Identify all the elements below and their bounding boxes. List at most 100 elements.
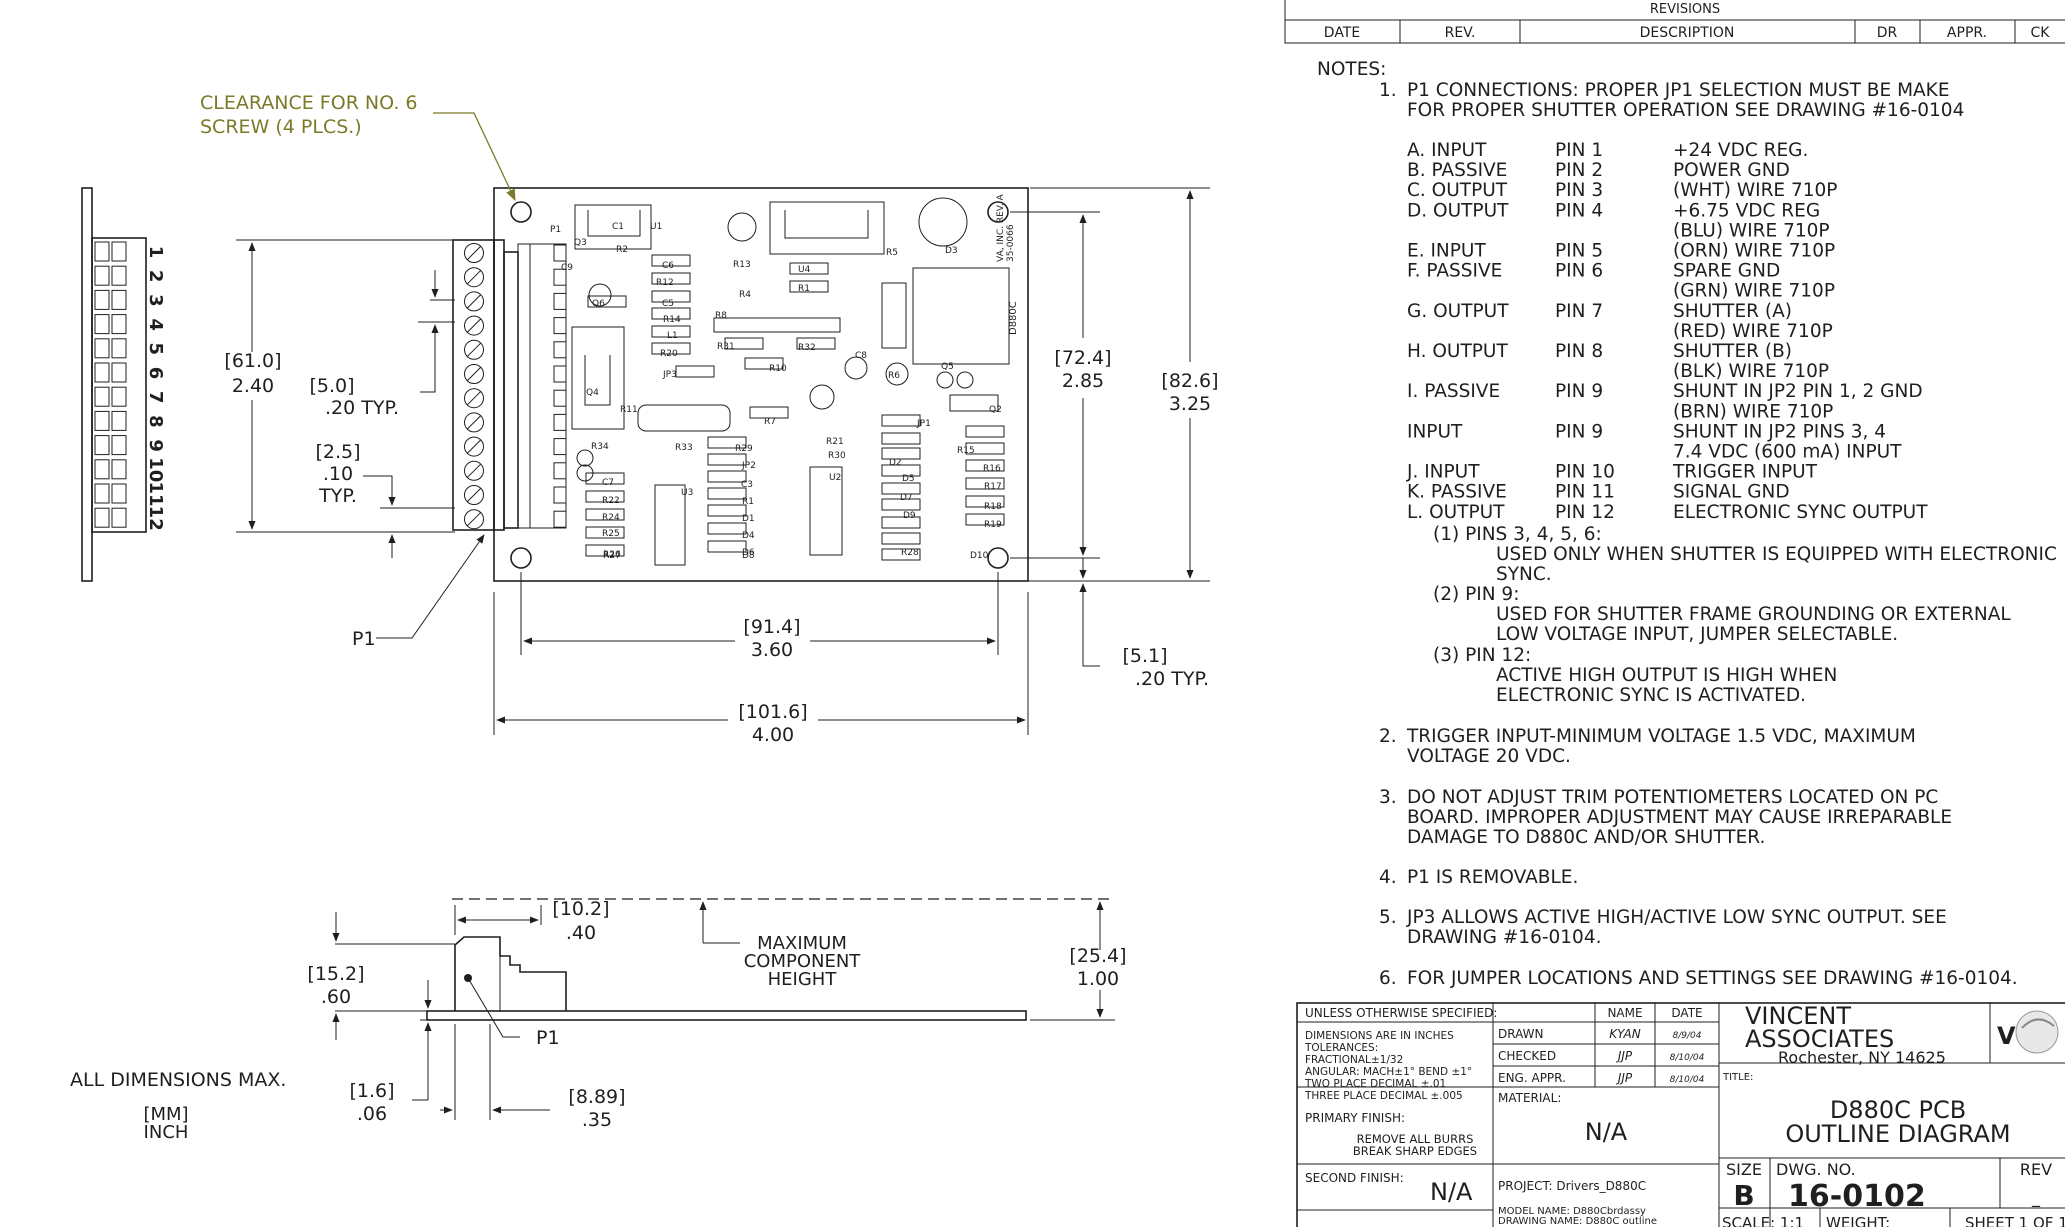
resistor-body bbox=[707, 436, 747, 449]
terminal-block bbox=[452, 239, 495, 531]
tb-scale: SCALE: 1:1 bbox=[1722, 1214, 1804, 1227]
dim-15-2-mm: [15.2] bbox=[307, 963, 364, 985]
tb-title-0: D880C PCB bbox=[1830, 1096, 1966, 1124]
dim-8-89-mm: [8.89] bbox=[568, 1086, 625, 1108]
connector-pin-10: 10 bbox=[145, 457, 166, 482]
resistor-body bbox=[965, 495, 1005, 508]
pcb-ref-label: R32 bbox=[798, 343, 816, 353]
pcb-ref-label: D9 bbox=[903, 511, 916, 521]
pcb-ref-label: D1 bbox=[742, 514, 755, 524]
logo-mark: V bbox=[1997, 1022, 2016, 1050]
pin-row-16-col-2: TRIGGER INPUT bbox=[1672, 462, 1818, 483]
resistor-body bbox=[749, 406, 789, 419]
terminal-pad bbox=[553, 268, 567, 286]
connector-cell bbox=[111, 289, 127, 310]
pcb-ref-label: R4 bbox=[739, 290, 751, 300]
rev-header-ck: CK bbox=[2031, 25, 2051, 41]
terminal-pad bbox=[553, 389, 567, 407]
dim-5-1-in: .20 TYP. bbox=[1135, 668, 1209, 690]
note6-number: 6. bbox=[1379, 968, 1397, 989]
tb-second: N/A bbox=[1430, 1178, 1473, 1206]
pin-row-3-col-0: D. OUTPUT bbox=[1407, 200, 1509, 221]
revisions-title: REVISIONS bbox=[1650, 2, 1720, 17]
pin-row-8-col-1: PIN 7 bbox=[1555, 301, 1603, 322]
clearance-callout-line2: SCREW (4 PLCS.) bbox=[200, 116, 362, 138]
tb-project: PROJECT: Drivers_D880C bbox=[1498, 1179, 1646, 1193]
notes-block: NOTES: 1. P1 CONNECTIONS: PROPER JP1 SEL… bbox=[1317, 59, 2057, 989]
c9-capacitor bbox=[918, 197, 968, 247]
dim-5-1-mm: [5.1] bbox=[1122, 645, 1167, 667]
pcb-ref-label: R29 bbox=[735, 444, 753, 454]
dim-1-6-mm: [1.6] bbox=[349, 1080, 394, 1102]
pcb-ref-label: D7 bbox=[900, 493, 913, 503]
subnote-3-title: (3) PIN 12: bbox=[1433, 645, 1531, 666]
tb-primary-0: REMOVE ALL BURRS bbox=[1357, 1132, 1474, 1146]
pcb-ref-label: JP3 bbox=[662, 370, 677, 380]
pin-row-0-col-1: PIN 1 bbox=[1555, 140, 1603, 161]
pcb-ref-label: R24 bbox=[602, 513, 620, 523]
resistor-body bbox=[651, 254, 691, 267]
tb-rev: _ bbox=[2031, 1188, 2041, 1208]
connector-cell bbox=[94, 435, 110, 456]
resistor-body bbox=[651, 290, 691, 303]
terminal-screw bbox=[464, 364, 484, 384]
p1-callout-side: P1 bbox=[536, 1027, 560, 1049]
connector-pin-5: 5 bbox=[145, 343, 166, 356]
connector-cell bbox=[94, 386, 110, 407]
connector-cell bbox=[111, 386, 127, 407]
dim-1-6-in: .06 bbox=[357, 1103, 387, 1125]
terminal-pad bbox=[553, 244, 567, 262]
rev-header-description: DESCRIPTION bbox=[1640, 25, 1735, 41]
pcb-ref-label: L1 bbox=[667, 331, 678, 341]
tb-col-name: NAME bbox=[1607, 1006, 1642, 1020]
resistor-body bbox=[881, 548, 921, 561]
jp3-header bbox=[936, 371, 954, 389]
jp2-header bbox=[576, 449, 594, 467]
rev-header-dr: DR bbox=[1877, 25, 1898, 41]
pin-row-6-col-2: SPARE GND bbox=[1673, 261, 1780, 282]
connector-pin-12: 12 bbox=[145, 506, 166, 531]
subnote-3-line1: ACTIVE HIGH OUTPUT IS HIGH WHEN bbox=[1496, 665, 1837, 686]
pcb-ref-label: R33 bbox=[675, 443, 693, 453]
tb-tol-4: TWO PLACE DECIMAL ±.01 bbox=[1304, 1078, 1446, 1090]
tb-weight: WEIGHT: bbox=[1826, 1214, 1890, 1227]
terminal-screw bbox=[464, 339, 484, 360]
tb-eng-name: JJP bbox=[1616, 1071, 1633, 1085]
resistor-body bbox=[707, 453, 747, 466]
pin-row-13-col-2: (BRN) WIRE 710P bbox=[1673, 401, 1833, 422]
terminal-pad bbox=[553, 317, 567, 335]
connector-cell bbox=[94, 362, 110, 383]
pcb-ref-label: R8 bbox=[715, 311, 727, 321]
pcb-ref-label: D10 bbox=[970, 551, 989, 561]
subnote-2-line1: USED FOR SHUTTER FRAME GROUNDING OR EXTE… bbox=[1496, 604, 2011, 625]
pin-row-18-col-0: L. OUTPUT bbox=[1407, 502, 1505, 523]
side-connector bbox=[454, 936, 567, 1011]
tb-rev-label: REV bbox=[2020, 1160, 2052, 1179]
pcb-ref-label: R31 bbox=[717, 342, 735, 352]
tb-tol-1: TOLERANCES: bbox=[1304, 1042, 1378, 1054]
pcb-ref-label: R30 bbox=[828, 451, 846, 461]
tb-company-2: Rochester, NY 14625 bbox=[1778, 1048, 1946, 1067]
pcb-ref-label: D6 bbox=[742, 548, 755, 558]
pin-row-18-col-2: ELECTRONIC SYNC OUTPUT bbox=[1673, 502, 1928, 523]
pcb-ref-label: C1 bbox=[612, 222, 624, 232]
resistor-body bbox=[675, 365, 715, 378]
subnote-3-line2: ELECTRONIC SYNC IS ACTIVATED. bbox=[1496, 685, 1806, 706]
pcb-ref-label: U4 bbox=[798, 265, 811, 275]
terminal-screw bbox=[464, 315, 484, 336]
pcb-ref-label: Q3 bbox=[574, 238, 587, 248]
connector-cell bbox=[111, 435, 127, 456]
resistor-body bbox=[651, 272, 691, 285]
note4-number: 4. bbox=[1379, 867, 1397, 888]
u3-ic bbox=[654, 484, 686, 566]
tb-tol-5: THREE PLACE DECIMAL ±.005 bbox=[1304, 1090, 1463, 1102]
tb-primary-label: PRIMARY FINISH: bbox=[1305, 1111, 1405, 1125]
rev-header-date: DATE bbox=[1324, 25, 1360, 41]
mounting-hole bbox=[510, 547, 532, 569]
pin-row-10-col-0: H. OUTPUT bbox=[1407, 341, 1508, 362]
tb-dwg: 16-0102 bbox=[1788, 1179, 1926, 1214]
note1-number: 1. bbox=[1379, 80, 1397, 101]
